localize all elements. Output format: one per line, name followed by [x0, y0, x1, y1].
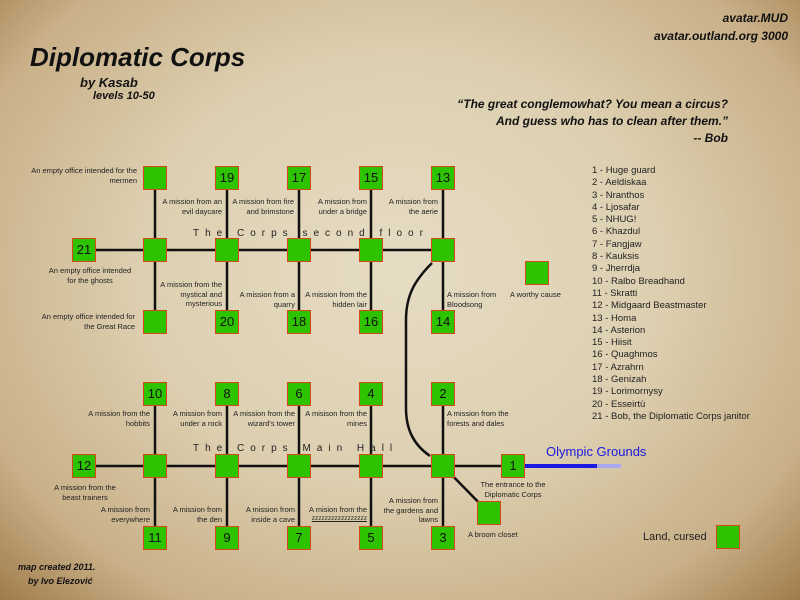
- label-rock: A mission from under a rock: [172, 409, 222, 428]
- label-mermen: An empty office intended for the mermen: [31, 166, 137, 185]
- map-levels: levels 10-50: [93, 90, 155, 102]
- room-12[interactable]: 12: [72, 454, 96, 478]
- room-corridor[interactable]: [431, 238, 455, 262]
- footer-author: by Ivo Elezović: [28, 576, 93, 586]
- legend-item: 19 - Lorimornysy: [592, 386, 663, 398]
- legend-item: 10 - Ralbo Breadhand: [592, 275, 685, 287]
- room-15[interactable]: 15: [359, 166, 383, 190]
- legend-item: 4 - Ljosafar: [592, 201, 640, 213]
- legend-item: 17 - Azrahrn: [592, 361, 644, 373]
- room-1[interactable]: 1: [501, 454, 525, 478]
- room-20[interactable]: 20: [215, 310, 239, 334]
- label-great-race: An empty office intended for the Great R…: [41, 312, 135, 331]
- legend-land-cursed-swatch: [716, 525, 740, 549]
- label-beast-trainers: A mission from the beast trainers: [54, 483, 116, 502]
- room-corridor[interactable]: [359, 238, 383, 262]
- legend-item: 6 - Khazdul: [592, 226, 641, 238]
- label-everywhere: A mission from everywhere: [100, 505, 150, 524]
- exit-olympic-grounds[interactable]: Olympic Grounds: [546, 444, 647, 459]
- room-corridor[interactable]: [143, 454, 167, 478]
- room-21[interactable]: 21: [72, 238, 96, 262]
- legend-item: 11 - Skratti: [592, 287, 638, 299]
- room-corridor[interactable]: [359, 454, 383, 478]
- room-corridor[interactable]: [287, 454, 311, 478]
- room-9[interactable]: 9: [215, 526, 239, 550]
- label-bloodsong: A mission from Bloodsong: [447, 290, 497, 309]
- room-13[interactable]: 13: [431, 166, 455, 190]
- room-18[interactable]: 18: [287, 310, 311, 334]
- legend-land-cursed: Land, cursed: [643, 531, 707, 543]
- room-great-race-office[interactable]: [143, 310, 167, 334]
- label-ghosts: An empty office intended for the ghosts: [48, 266, 132, 285]
- room-corridor[interactable]: [287, 238, 311, 262]
- room-14[interactable]: 14: [431, 310, 455, 334]
- label-hobbits: A mission from the hobbits: [88, 409, 150, 428]
- legend-item: 8 - Kauksis: [592, 251, 639, 263]
- room-11[interactable]: 11: [143, 526, 167, 550]
- legend-item: 3 - Nranthos: [592, 189, 645, 201]
- legend-item: 13 - Homa: [592, 312, 637, 324]
- map-title: Diplomatic Corps: [30, 42, 246, 72]
- label-worthy-cause: A worthy cause: [510, 290, 561, 299]
- room-corridor[interactable]: [143, 238, 167, 262]
- label-quarry: A mission from a quarry: [239, 290, 295, 309]
- room-broom-closet[interactable]: [477, 501, 501, 525]
- label-lair: A mission from the hidden lair: [305, 290, 367, 309]
- legend-item: 2 - Aeldiskaa: [592, 177, 647, 189]
- label-gardens: A mission from the gardens and lawns: [383, 496, 438, 524]
- label-aerie: A mission from the aerie: [388, 197, 438, 216]
- path-stairs: [404, 262, 433, 458]
- room-corridor[interactable]: [215, 238, 239, 262]
- label-bridge: A mission from under a bridge: [317, 197, 367, 216]
- quote-line1: “The great conglemowhat? You mean a circ…: [457, 97, 728, 111]
- legend-item: 15 - Hiisit: [592, 337, 632, 349]
- area-label-main-hall: The Corps Main Hall: [193, 443, 399, 454]
- room-corridor[interactable]: [215, 454, 239, 478]
- mud-address: avatar.outland.org 3000: [653, 29, 788, 43]
- room-5[interactable]: 5: [359, 526, 383, 550]
- legend-item: 16 - Quaghmos: [592, 349, 658, 361]
- room-17[interactable]: 17: [287, 166, 311, 190]
- legend-item: 14 - Asterion: [592, 324, 646, 336]
- quote-line2: And guess who has to clean after them.”: [495, 114, 728, 128]
- legend-item: 18 - Genizah: [592, 374, 647, 386]
- legend-item: 7 - Fangjaw: [592, 238, 642, 250]
- label-daycare: A mission from an evil daycare: [162, 197, 222, 216]
- label-broom-closet: A broom closet: [468, 530, 518, 539]
- label-forests: A mission from the forests and dales: [447, 409, 509, 428]
- room-mermen-office[interactable]: [143, 166, 167, 190]
- label-mystical: A mission from the mystical and mysterio…: [160, 280, 222, 308]
- area-label-second-floor: The Corps second floor: [193, 228, 429, 239]
- room-corridor[interactable]: [431, 454, 455, 478]
- room-6[interactable]: 6: [287, 382, 311, 406]
- room-8[interactable]: 8: [215, 382, 239, 406]
- map-author: by Kasab: [80, 75, 138, 90]
- room-16[interactable]: 16: [359, 310, 383, 334]
- room-7[interactable]: 7: [287, 526, 311, 550]
- label-cave: A mission from inside a cave: [245, 505, 295, 524]
- room-10[interactable]: 10: [143, 382, 167, 406]
- legend-item: 1 - Huge guard: [592, 165, 656, 176]
- legend-item: 21 - Bob, the Diplomatic Corps janitor: [592, 410, 750, 422]
- label-zzz-line2: zzzzzzzzzzzzzzzzz: [311, 515, 367, 522]
- legend-item: 12 - Midgaard Beastmaster: [592, 300, 707, 312]
- label-zzz: A mision from the: [309, 505, 367, 514]
- legend-item: 9 - Jherrdja: [592, 263, 641, 275]
- room-3[interactable]: 3: [431, 526, 455, 550]
- legend-item: 20 - Esseirtù: [592, 398, 646, 410]
- legend-item: 5 - NHUG!: [592, 214, 637, 226]
- mud-name: avatar.MUD: [722, 11, 788, 25]
- label-mines: A misison from the mines: [305, 409, 367, 428]
- quote-attribution: -- Bob: [693, 131, 728, 145]
- footer-created: map created 2011.: [18, 562, 96, 572]
- label-entrance: The entrance to the Diplomatic Corps: [480, 480, 546, 499]
- room-worthy-cause[interactable]: [525, 261, 549, 285]
- label-fire: A mission from fire and brimstone: [232, 197, 294, 216]
- label-wizard: A mission from the wizard's tower: [233, 409, 295, 428]
- label-den: A mission from the den: [172, 505, 222, 524]
- room-2[interactable]: 2: [431, 382, 455, 406]
- room-4[interactable]: 4: [359, 382, 383, 406]
- room-19[interactable]: 19: [215, 166, 239, 190]
